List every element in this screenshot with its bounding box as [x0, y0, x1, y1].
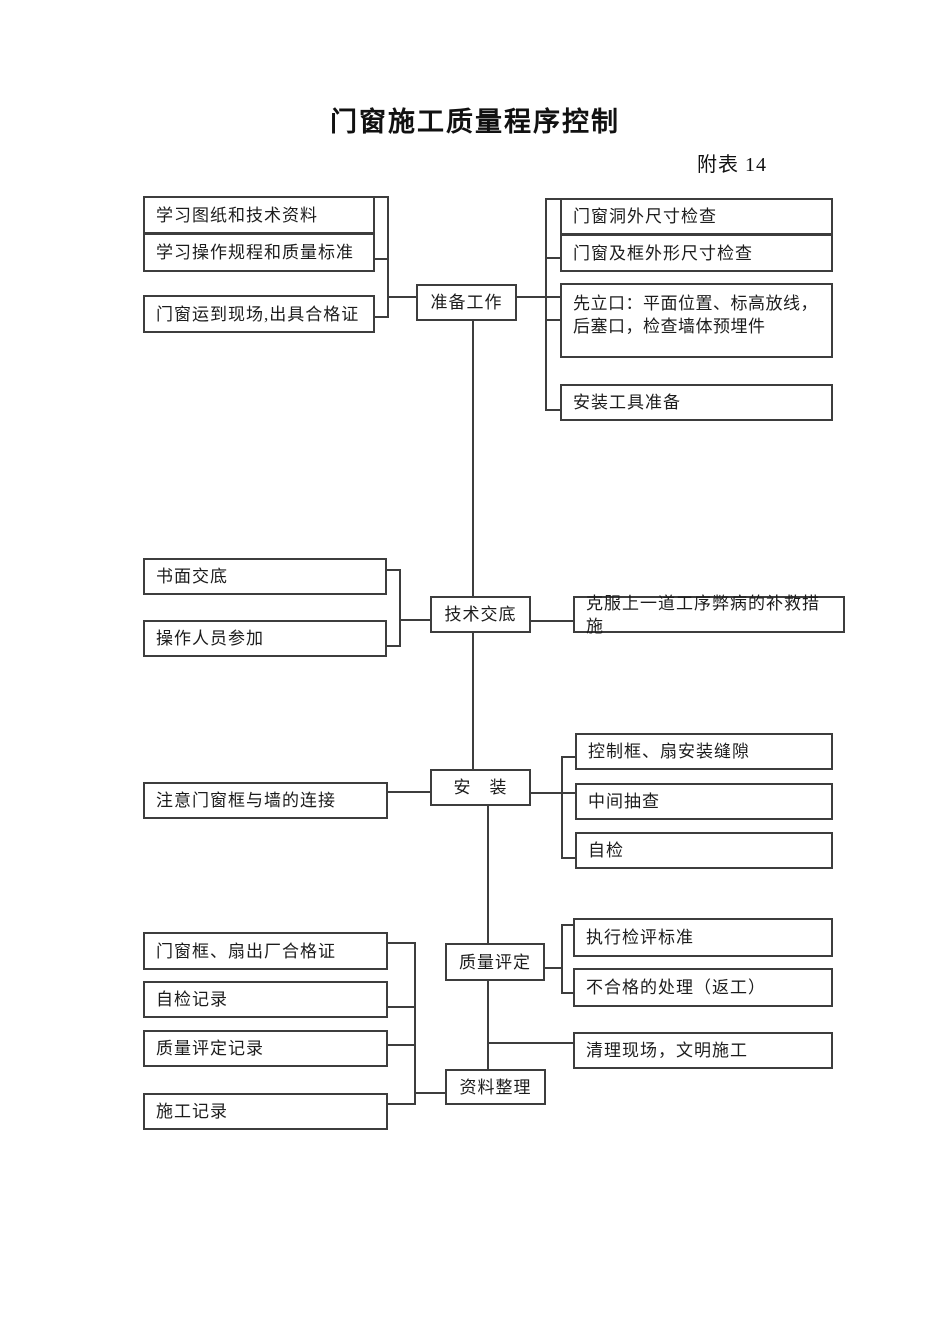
node-prep-check-3: 先立口：平面位置、标高放线， 后塞口，检查墙体预埋件	[560, 283, 833, 358]
node-tech-output-1: 克服上一道工序弊病的补救措施	[573, 594, 845, 636]
node-hub-evaluate: 质量评定	[445, 943, 545, 981]
node-evaluate-input-3: 质量评定记录	[143, 1030, 388, 1067]
node-evaluate-output-2: 不合格的处理（返工）	[573, 968, 833, 1007]
node-prep-check-1: 门窗洞外尺寸检查	[560, 198, 833, 235]
node-prep-check-2: 门窗及框外形尺寸检查	[560, 234, 833, 272]
node-prep-input-2: 学习操作规程和质量标准	[143, 233, 375, 272]
node-hub-archive: 资料整理	[445, 1069, 546, 1105]
node-prep-input-1: 学习图纸和技术资料	[143, 196, 375, 234]
node-hub-install: 安 装	[430, 769, 531, 806]
node-install-check-3: 自检	[575, 832, 833, 869]
node-evaluate-output-1: 执行检评标准	[573, 918, 833, 957]
node-evaluate-input-4: 施工记录	[143, 1093, 388, 1130]
node-archive-output-1: 清理现场，文明施工	[573, 1032, 833, 1069]
page-title: 门窗施工质量程序控制	[330, 107, 620, 137]
node-hub-tech: 技术交底	[430, 596, 531, 633]
node-tech-input-1: 书面交底	[143, 558, 387, 595]
node-prep-input-3: 门窗运到现场,出具合格证	[143, 295, 375, 333]
node-install-check-2: 中间抽查	[575, 783, 833, 820]
node-install-input-1: 注意门窗框与墙的连接	[143, 782, 388, 819]
node-evaluate-input-1: 门窗框、扇出厂合格证	[143, 932, 388, 970]
node-hub-prep: 准备工作	[416, 284, 517, 321]
node-prep-check-4: 安装工具准备	[560, 384, 833, 421]
node-evaluate-input-2: 自检记录	[143, 981, 388, 1018]
node-tech-input-2: 操作人员参加	[143, 620, 387, 657]
node-install-check-1: 控制框、扇安装缝隙	[575, 733, 833, 770]
table-annotation: 附表 14	[697, 154, 767, 176]
